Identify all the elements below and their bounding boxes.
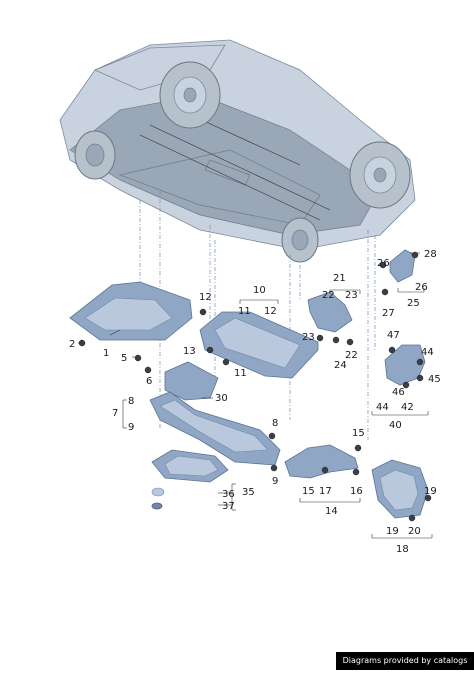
- callout-14: 14: [325, 506, 338, 517]
- callout-22b: 22: [345, 350, 358, 361]
- part-18-front-panel: [371, 459, 429, 519]
- part-40-shield: [384, 344, 426, 386]
- fastener-19b: [424, 494, 432, 502]
- callout-44a: 44: [421, 347, 434, 358]
- callout-9b: 9: [272, 476, 278, 487]
- callout-6: 6: [146, 376, 152, 387]
- part-14-side-panel: [284, 444, 359, 479]
- fastener-28: [411, 251, 419, 259]
- callout-28: 28: [424, 249, 437, 260]
- callout-27: 27: [382, 308, 395, 319]
- fastener-16: [352, 468, 360, 476]
- callout-26a: 26: [377, 258, 390, 269]
- part-1-rear-underbody-panel: [69, 281, 193, 341]
- callout-18: 18: [396, 544, 409, 555]
- callout-45: 45: [428, 374, 441, 385]
- callout-5: 5: [121, 353, 127, 364]
- callout-19b: 19: [386, 526, 399, 537]
- rear-wheel: [159, 61, 221, 129]
- fastener-12a: [199, 308, 207, 316]
- callout-16: 16: [350, 486, 363, 497]
- callout-30: 30: [215, 393, 228, 404]
- callout-21: 21: [333, 273, 346, 284]
- fastener-23b: [316, 334, 324, 342]
- part-21-bracket: [307, 291, 353, 333]
- fastener-17: [321, 466, 329, 474]
- callout-47: 47: [387, 330, 400, 341]
- fastener-26a: [379, 261, 387, 269]
- callout-46: 46: [392, 387, 405, 398]
- fasteners: [78, 251, 432, 522]
- callout-11b: 11: [234, 368, 247, 379]
- callout-22a: 22: [322, 290, 335, 301]
- callout-25: 25: [407, 298, 420, 309]
- fastener-6: [144, 366, 152, 374]
- leader-lines: [78, 252, 433, 539]
- callout-23b: 23: [302, 332, 315, 343]
- fastener-44a: [416, 358, 424, 366]
- callout-40: 40: [389, 420, 402, 431]
- callout-36: 36: [222, 489, 235, 500]
- callout-19a: 19: [424, 486, 437, 497]
- fastener-11b: [222, 358, 230, 366]
- callout-7: 7: [112, 408, 118, 419]
- callout-11: 11: [238, 306, 251, 317]
- catalog-credit-banner: Diagrams provided by catalogs parts: [336, 652, 474, 683]
- fastener-22b: [332, 336, 340, 344]
- part-7-tunnel-cover: [149, 391, 281, 466]
- front-left-wheel: [281, 217, 319, 263]
- callout-37: 37: [222, 501, 235, 512]
- part-25-bracket: [389, 249, 416, 283]
- callout-labels: 1 2 5 6 7 8 9 12 10 11 12 13 11 30 8 9 2…: [69, 249, 441, 555]
- callout-2: 2: [69, 339, 75, 350]
- fastener-9b: [270, 464, 278, 472]
- callout-9a: 9: [128, 422, 134, 433]
- fastener-13: [206, 346, 214, 354]
- callout-12b: 12: [264, 306, 277, 317]
- fastener-8b: [268, 432, 276, 440]
- callout-15b: 15: [352, 428, 365, 439]
- exploded-parts-diagram: 1 2 5 6 7 8 9 12 10 11 12 13 11 30 8 9 2…: [59, 39, 441, 555]
- callout-10: 10: [253, 285, 266, 296]
- fastener-22c: [346, 338, 354, 346]
- fastener-20: [408, 514, 416, 522]
- callout-17: 17: [319, 486, 332, 497]
- part-35-cover-plate: [151, 449, 229, 483]
- callout-44b: 44: [376, 402, 389, 413]
- front-wheel: [349, 141, 411, 209]
- part-10-middle-underbody-panel: [199, 311, 319, 379]
- callout-13: 13: [183, 346, 196, 357]
- fastener-27: [381, 288, 389, 296]
- callout-8b: 8: [272, 418, 278, 429]
- fastener-47: [388, 346, 396, 354]
- fastener-42: [402, 381, 410, 389]
- grommet-37: [151, 502, 163, 510]
- callout-42: 42: [401, 402, 414, 413]
- car-underbody: [59, 39, 416, 251]
- callout-20: 20: [408, 526, 421, 537]
- callout-35: 35: [242, 487, 255, 498]
- callout-1: 1: [103, 348, 109, 359]
- callout-12a: 12: [199, 292, 212, 303]
- callout-8a: 8: [128, 396, 134, 407]
- fastener-5: [134, 354, 142, 362]
- callout-23a: 23: [345, 290, 358, 301]
- callout-26b: 26: [415, 282, 428, 293]
- fastener-15b: [354, 444, 362, 452]
- grommet-36: [151, 487, 165, 497]
- callout-15a: 15: [302, 486, 315, 497]
- fastener-45: [416, 374, 424, 382]
- rear-left-wheel: [74, 130, 116, 180]
- callout-24: 24: [334, 360, 347, 371]
